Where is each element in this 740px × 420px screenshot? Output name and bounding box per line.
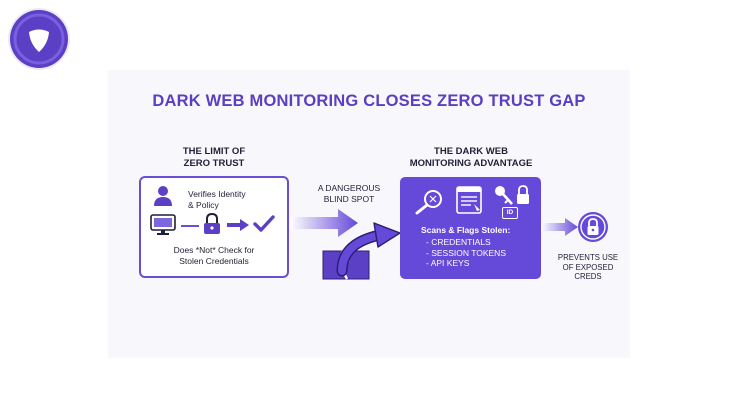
checkmark-icon [253,215,275,232]
verify-line1: Verifies Identity [188,189,246,199]
magnifier-icon [415,190,442,215]
key-lock-icon [495,185,529,205]
outcome-line1: PREVENTS USE [557,253,619,262]
verifies-text: Verifies Identity & Policy [188,189,288,210]
monitor-icon [150,214,176,235]
verify-line2: & Policy [188,199,219,210]
arrow-right-icon [227,219,249,231]
scan-label: Scans & Flags Stolen: [421,225,511,235]
stolen-item: - API KEYS [426,258,470,268]
left-heading-line2: ZERO TRUST [183,158,245,169]
blind-spot-label: A DANGEROUS BLIND SPOT [306,183,392,204]
shield-icon [13,13,65,65]
diagram-title: DARK WEB MONITORING CLOSES ZERO TRUST GA… [152,92,586,110]
connector-line [181,225,199,227]
left-heading-line1: THE LIMIT OF [182,146,246,157]
outcome-arrow [541,218,578,236]
check-text: Does *Not* Check for Stolen Credentials [139,245,289,266]
id-badge: ID [502,207,518,219]
user-icon [154,186,172,206]
left-heading: THE LIMIT OF ZERO TRUST [139,146,289,170]
dark-web-monitoring-box [400,177,541,279]
right-heading: THE DARK WEB MONITORING ADVANTAGE [392,146,550,170]
stolen-item-list: - CREDENTIALS - SESSION TOKENS - API KEY… [426,237,536,269]
right-heading-line1: THE DARK WEB [434,146,508,157]
outcome-text: PREVENTS USE OF EXPOSED CREDS [548,253,628,282]
stolen-item: - CREDENTIALS [426,237,491,247]
check-line2: Stolen Credentials [179,255,249,266]
blind-spot-line1: A DANGEROUS [317,183,381,193]
check-line1: Does *Not* Check for [173,245,255,255]
brand-logo [10,10,68,68]
lock-icon [204,212,220,234]
outcome-line2: OF EXPOSED [562,262,614,272]
document-icon [456,186,482,214]
right-heading-line2: MONITORING ADVANTAGE [409,158,533,169]
curved-arrow [336,222,401,277]
gap-arrow [290,209,358,237]
blind-spot-line2: BLIND SPOT [323,193,375,204]
secure-lock-icon [578,212,608,242]
outcome-line3: CREDS [574,272,602,281]
stolen-item: - SESSION TOKENS [426,247,506,258]
